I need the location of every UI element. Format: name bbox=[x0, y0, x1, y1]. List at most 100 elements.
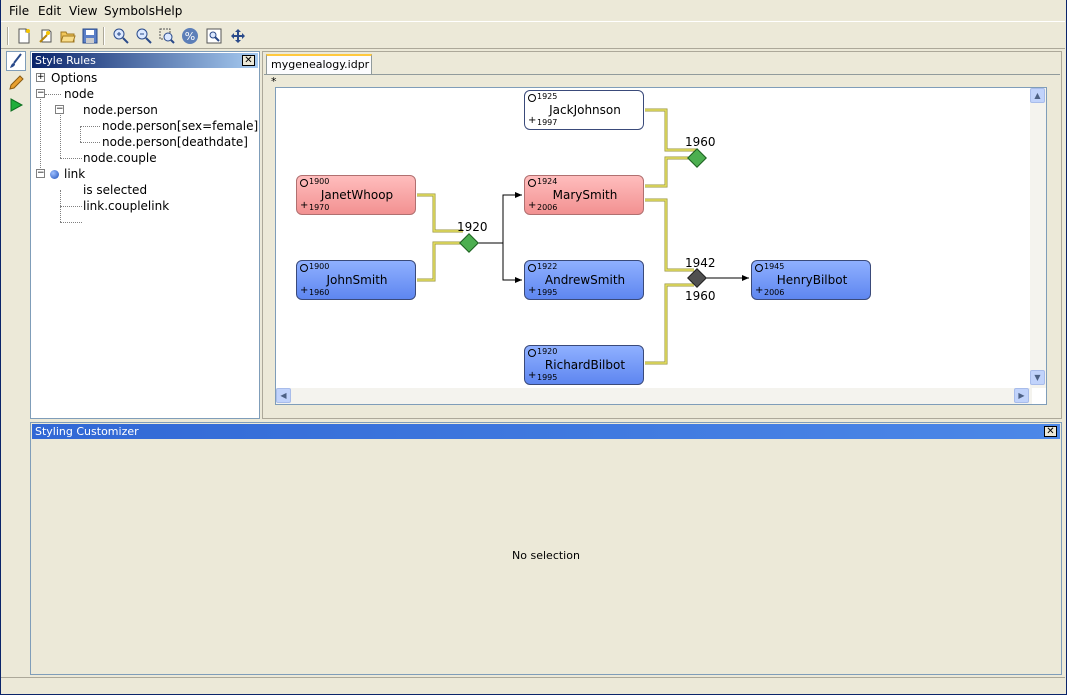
diagram-canvas[interactable]: 1925 JackJohnson + 1997 1900 JanetWhoop … bbox=[276, 88, 1030, 386]
couple-link[interactable] bbox=[417, 242, 463, 281]
tree-item-link-couplelink[interactable]: link.couplelink bbox=[83, 198, 169, 214]
death-cross-icon: + bbox=[528, 200, 537, 211]
death-year: 1960 bbox=[309, 288, 330, 297]
death-cross-icon: + bbox=[528, 370, 537, 381]
couple-link[interactable] bbox=[645, 284, 694, 364]
tree-item-node-couple[interactable]: node.couple bbox=[83, 150, 157, 166]
person-node-jackjohnson[interactable]: 1925 JackJohnson + 1997 bbox=[524, 90, 644, 130]
tree-item-label: node.person bbox=[83, 103, 158, 117]
link-layer bbox=[417, 108, 749, 365]
person-node-henrybilbot[interactable]: 1945 HenryBilbot + 2006 bbox=[751, 260, 871, 300]
collapse-icon[interactable]: − bbox=[36, 88, 45, 98]
collapse-icon[interactable]: − bbox=[36, 168, 45, 178]
tree-item-label: link.couplelink bbox=[83, 199, 170, 213]
styling-customizer-panel: Styling Customizer ✕ No selection bbox=[30, 422, 1062, 675]
death-year: 1970 bbox=[309, 203, 330, 212]
menu-view[interactable]: View bbox=[69, 4, 98, 18]
person-node-marysmith[interactable]: 1924 MarySmith + 2006 bbox=[524, 175, 644, 215]
birth-year: 1924 bbox=[537, 177, 558, 186]
expand-icon[interactable]: + bbox=[36, 72, 45, 82]
status-bar bbox=[1, 677, 1065, 694]
editor-area: mygenealogy.idpr * 1925 JackJohnson + 19… bbox=[262, 51, 1062, 419]
svg-text:%: % bbox=[184, 30, 194, 43]
person-node-andrewsmith[interactable]: 1922 AndrewSmith + 1995 bbox=[524, 260, 644, 300]
zoom-in-icon[interactable] bbox=[111, 26, 130, 45]
person-node-johnsmith[interactable]: 1900 JohnSmith + 1960 bbox=[296, 260, 416, 300]
couple-link[interactable] bbox=[417, 194, 463, 232]
save-icon[interactable] bbox=[80, 26, 99, 45]
collapse-icon[interactable]: − bbox=[55, 104, 64, 114]
scroll-right-icon[interactable]: ▶ bbox=[1014, 388, 1029, 403]
styling-customizer-title: Styling Customizer ✕ bbox=[32, 424, 1060, 439]
couple-link[interactable] bbox=[645, 157, 696, 187]
couple-link[interactable] bbox=[645, 199, 694, 271]
close-icon[interactable]: ✕ bbox=[242, 55, 255, 66]
style-rules-title-text: Style Rules bbox=[35, 54, 96, 67]
pan-icon[interactable] bbox=[228, 26, 247, 45]
menu-edit[interactable]: Edit bbox=[38, 4, 62, 18]
person-node-janetwhoop[interactable]: 1900 JanetWhoop + 1970 bbox=[296, 175, 416, 215]
run-icon[interactable] bbox=[6, 95, 26, 115]
couple-year-label: 1942 bbox=[685, 256, 716, 270]
tree-line bbox=[80, 126, 81, 142]
person-name: AndrewSmith bbox=[544, 273, 626, 287]
menu-bar: File Edit View Symbols Help bbox=[1, 0, 1065, 22]
style-brush-icon[interactable] bbox=[6, 51, 26, 71]
toolbar-grip bbox=[7, 27, 9, 45]
death-cross-icon: + bbox=[300, 285, 309, 296]
death-year: 2006 bbox=[764, 288, 785, 297]
open-folder-icon[interactable] bbox=[58, 26, 77, 45]
close-icon[interactable]: ✕ bbox=[1044, 426, 1057, 437]
scroll-left-icon[interactable]: ◀ bbox=[276, 388, 291, 403]
birth-year: 1922 bbox=[537, 262, 558, 271]
tree-item-node-person-female[interactable]: node.person[sex=female] bbox=[102, 118, 258, 134]
menu-help[interactable]: Help bbox=[155, 4, 183, 18]
person-name: JohnSmith bbox=[326, 273, 388, 287]
person-name: HenryBilbot bbox=[776, 273, 848, 287]
menu-symbols[interactable]: Symbols bbox=[104, 4, 155, 18]
link-rule-icon bbox=[50, 170, 59, 179]
pencil-icon[interactable] bbox=[6, 73, 26, 93]
couple-link[interactable] bbox=[645, 109, 696, 151]
death-year: 1995 bbox=[537, 288, 558, 297]
vertical-scrollbar[interactable]: ▲ ▼ bbox=[1030, 88, 1046, 388]
tree-item-label: link bbox=[64, 167, 86, 181]
tab-mygenealogy[interactable]: mygenealogy.idpr * bbox=[266, 54, 372, 88]
person-name: JanetWhoop bbox=[320, 188, 394, 202]
couple-year-label: 1920 bbox=[457, 220, 488, 234]
death-cross-icon: + bbox=[528, 285, 537, 296]
person-node-richardbilbot[interactable]: 1920 RichardBilbot + 1995 bbox=[524, 345, 644, 385]
new-wizard-icon[interactable] bbox=[36, 26, 55, 45]
couple-year-label: 1960 bbox=[685, 289, 716, 303]
person-name: MarySmith bbox=[552, 188, 618, 202]
child-link[interactable] bbox=[476, 242, 522, 283]
new-file-icon[interactable] bbox=[14, 26, 33, 45]
birth-icon bbox=[528, 179, 536, 187]
tree-line bbox=[60, 110, 61, 158]
tree-item-is-selected[interactable]: is selected bbox=[83, 182, 147, 198]
birth-icon bbox=[300, 264, 308, 272]
tab-label: mygenealogy.idpr * bbox=[271, 58, 370, 88]
tree-line bbox=[60, 158, 82, 159]
zoom-out-icon[interactable] bbox=[134, 26, 153, 45]
scroll-down-icon[interactable]: ▼ bbox=[1030, 370, 1045, 385]
tree-item-node-person-deathdate[interactable]: node.person[deathdate] bbox=[102, 134, 248, 150]
style-rules-title: Style Rules ✕ bbox=[32, 53, 258, 68]
death-cross-icon: + bbox=[300, 200, 309, 211]
birth-year: 1945 bbox=[764, 262, 785, 271]
child-link[interactable] bbox=[476, 192, 522, 244]
menu-file[interactable]: File bbox=[9, 4, 30, 18]
zoom-box-icon[interactable] bbox=[157, 26, 176, 45]
death-year: 1997 bbox=[537, 118, 558, 127]
diagram-view[interactable]: 1925 JackJohnson + 1997 1900 JanetWhoop … bbox=[275, 87, 1047, 405]
tree-item-label: node.person[sex=female] bbox=[102, 119, 259, 133]
scroll-up-icon[interactable]: ▲ bbox=[1030, 88, 1045, 103]
death-year: 2006 bbox=[537, 203, 558, 212]
death-cross-icon: + bbox=[755, 285, 764, 296]
zoom-fit-icon[interactable]: % bbox=[180, 26, 199, 45]
couple-link[interactable] bbox=[645, 156, 696, 188]
horizontal-scrollbar[interactable]: ◀ ▶ bbox=[276, 388, 1032, 404]
tree-line bbox=[60, 222, 82, 223]
zoom-page-icon[interactable] bbox=[204, 26, 223, 45]
couple-link[interactable] bbox=[417, 241, 463, 282]
